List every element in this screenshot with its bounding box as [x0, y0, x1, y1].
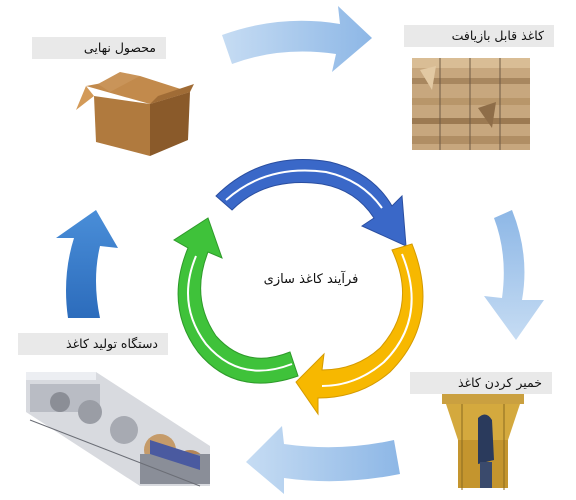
paper-machine-label: دستگاه تولید کاغذ	[18, 333, 168, 355]
center-title: فرآیند کاغذ سازی	[263, 272, 359, 287]
arrow-to-machine-icon	[246, 426, 400, 494]
arrow-to-pulping-icon	[484, 210, 544, 340]
recyclable-paper-label: کاغذ قابل بازیافت	[404, 25, 554, 47]
arrow-to-final-product-icon	[56, 210, 118, 318]
final-product-label: محصول نهایی	[32, 37, 166, 59]
inner-blue-arrow-icon	[215, 159, 407, 247]
pulper-tank-icon	[442, 394, 524, 490]
inner-yellow-arrow-icon	[295, 243, 424, 416]
cardboard-box-icon	[76, 72, 194, 156]
pulping-label: خمیر کردن کاغذ	[410, 372, 552, 394]
paper-bale-icon	[412, 58, 530, 150]
inner-green-arrow-icon	[173, 217, 299, 384]
arrow-to-recyclable-icon	[222, 6, 372, 72]
paper-machine-icon	[26, 372, 210, 487]
